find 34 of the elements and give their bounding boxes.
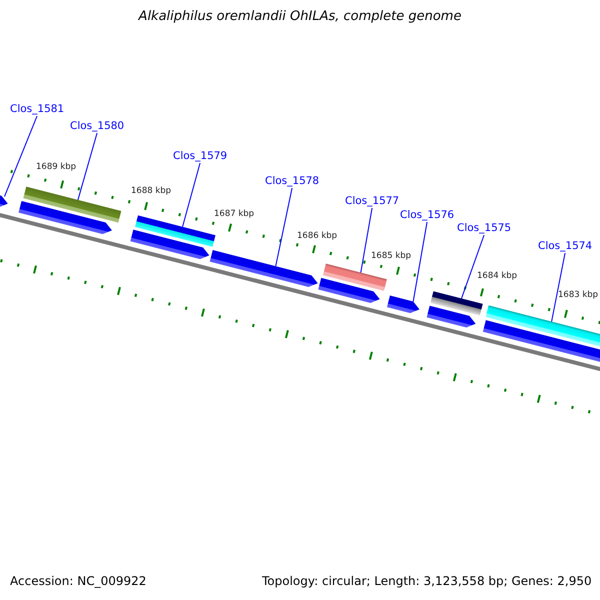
gene-block [18,200,112,234]
scale-label: 1688 kbp [131,186,172,196]
leader-line [275,188,293,267]
leader-line [360,208,373,274]
gene-label: Clos_1576 [400,209,454,221]
gene-block [210,250,318,288]
gene-label: Clos_1581 [10,103,64,115]
leader-line [461,234,485,299]
gene-label: Clos_1574 [538,240,592,252]
gene-label: Clos_1579 [173,150,228,162]
gene-bar [430,291,483,316]
scale-label: 1684 kbp [477,271,518,281]
leader-line [412,222,428,302]
gene-block [130,230,210,260]
footer-text: Topology: circular; Length: 3,123,558 bp; Genes: 2,950 [262,574,592,588]
scale-label: 1686 kbp [297,231,338,241]
scale-label: 1689 kbp [36,162,76,172]
gene-bar [135,215,216,247]
scale-label: 1683 kbp [558,290,598,300]
gene-block [387,296,420,314]
scale-label: 1685 kbp [371,251,412,261]
footer-text: Accession: NC_009922 [10,574,146,588]
gene-label: Clos_1577 [345,195,400,207]
scale-label: 1687 kbp [214,209,254,219]
gene-label: Clos_1580 [70,120,124,132]
gene-block [426,306,476,328]
leader-line [182,162,201,228]
diagram-title: Alkaliphilus oremlandii OhILAs, complete genome [137,9,462,24]
leader-line [77,132,98,200]
gene-block [318,278,380,303]
leader-line [551,252,566,322]
leader-line [4,116,38,198]
gene-label: Clos_1578 [265,175,320,187]
gene-label: Clos_1575 [457,222,512,234]
